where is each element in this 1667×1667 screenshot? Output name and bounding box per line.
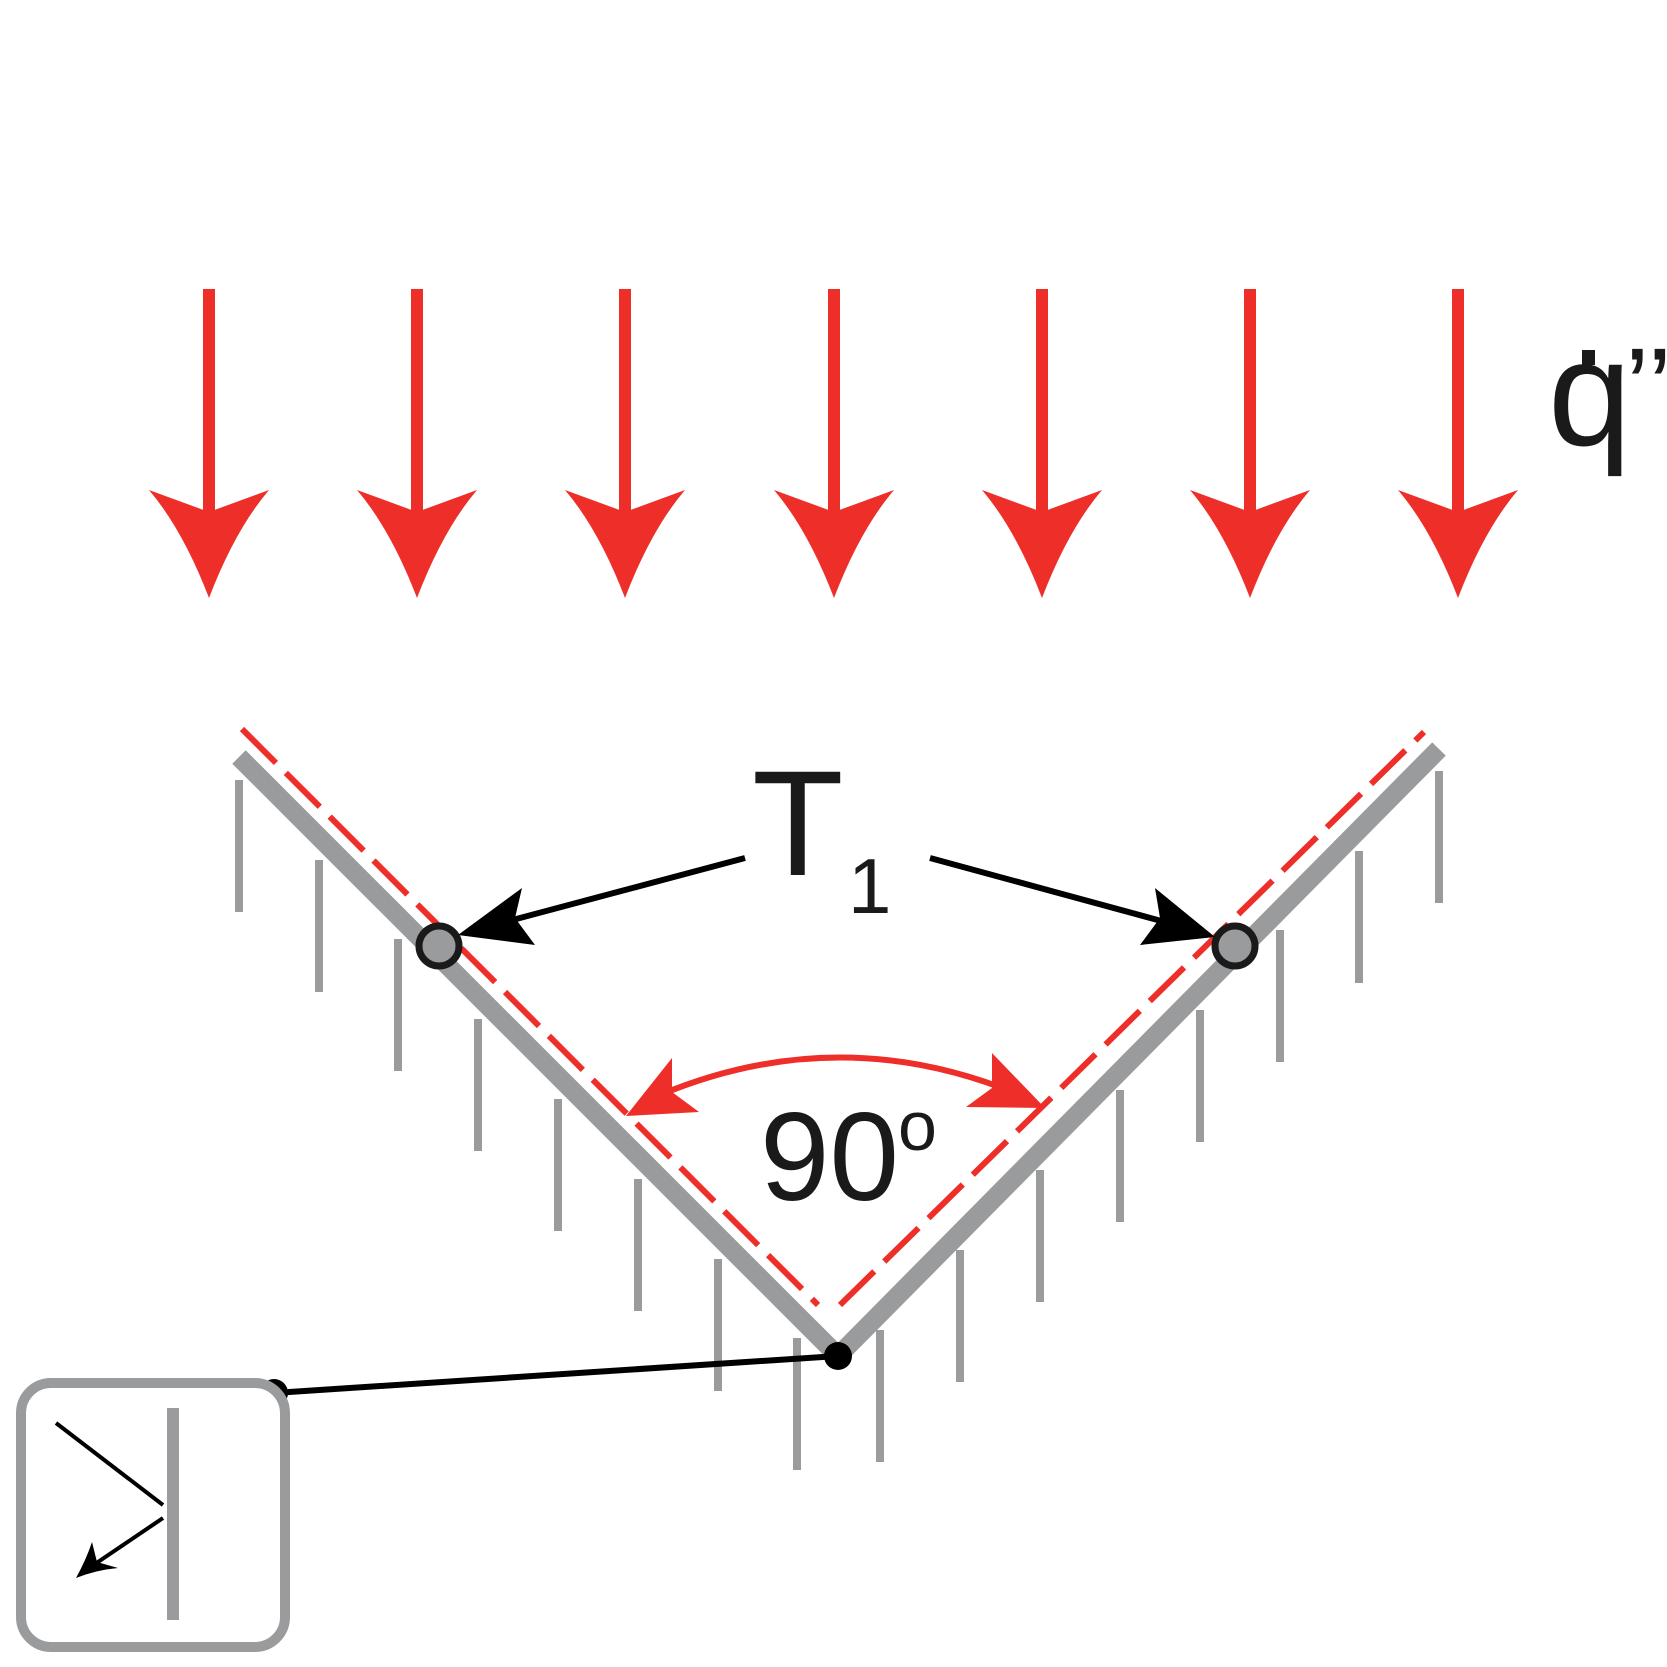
flux-arrow bbox=[774, 289, 894, 598]
heat-flux-sensor-icon bbox=[16, 1378, 290, 1652]
sensor-incoming-ray bbox=[54, 1421, 165, 1507]
temperature-leaders bbox=[458, 855, 1215, 945]
flux-arrow bbox=[1398, 289, 1518, 598]
temperature-point-left bbox=[415, 922, 463, 970]
heat-flux-prime: ’’ bbox=[1625, 326, 1667, 449]
q-dot bbox=[1582, 350, 1595, 365]
angle-arrowhead-left bbox=[626, 1058, 699, 1116]
temperature-symbol: T bbox=[752, 739, 844, 907]
sensor-reflected-ray bbox=[93, 1516, 165, 1566]
heat-flux-label: q ’’ bbox=[1548, 309, 1667, 477]
incident-flux-arrows bbox=[149, 289, 1518, 598]
temperature-points bbox=[415, 922, 1259, 970]
flux-arrow bbox=[357, 289, 477, 598]
sensor-ray-arrowhead bbox=[76, 1542, 118, 1578]
right-plate bbox=[831, 742, 1446, 1363]
vertex-node bbox=[824, 1342, 852, 1370]
flux-arrow bbox=[565, 289, 685, 598]
sensor-box bbox=[16, 1378, 290, 1652]
temperature-subscript: 1 bbox=[848, 842, 891, 930]
sensor-wire bbox=[273, 1353, 839, 1396]
surface-dashed-lines bbox=[239, 726, 1427, 1308]
angle-arc bbox=[658, 1054, 1022, 1098]
right-dashed-line bbox=[837, 729, 1427, 1308]
left-dashed-line bbox=[239, 726, 821, 1308]
v-plates bbox=[232, 742, 1446, 1363]
temperature-label: T 1 bbox=[752, 739, 891, 930]
heat-flux-symbol: q bbox=[1548, 309, 1631, 477]
temperature-point-right bbox=[1211, 922, 1259, 970]
left-plate bbox=[232, 750, 845, 1363]
leader-right-arrowhead bbox=[1140, 888, 1215, 945]
fins-right bbox=[876, 771, 1443, 1462]
leader-left-arrowhead bbox=[458, 888, 535, 945]
angle-value: 90 bbox=[760, 1088, 899, 1227]
angle-indicator: 90 o bbox=[626, 1053, 1045, 1227]
angle-arrowhead-right bbox=[966, 1053, 1045, 1108]
leader-right bbox=[929, 855, 1166, 925]
sensor-connection bbox=[260, 1342, 852, 1407]
flux-arrow bbox=[1190, 289, 1310, 598]
angle-unit: o bbox=[898, 1087, 937, 1165]
flux-arrow bbox=[982, 289, 1102, 598]
leader-left bbox=[504, 855, 746, 925]
flux-arrow bbox=[149, 289, 269, 598]
